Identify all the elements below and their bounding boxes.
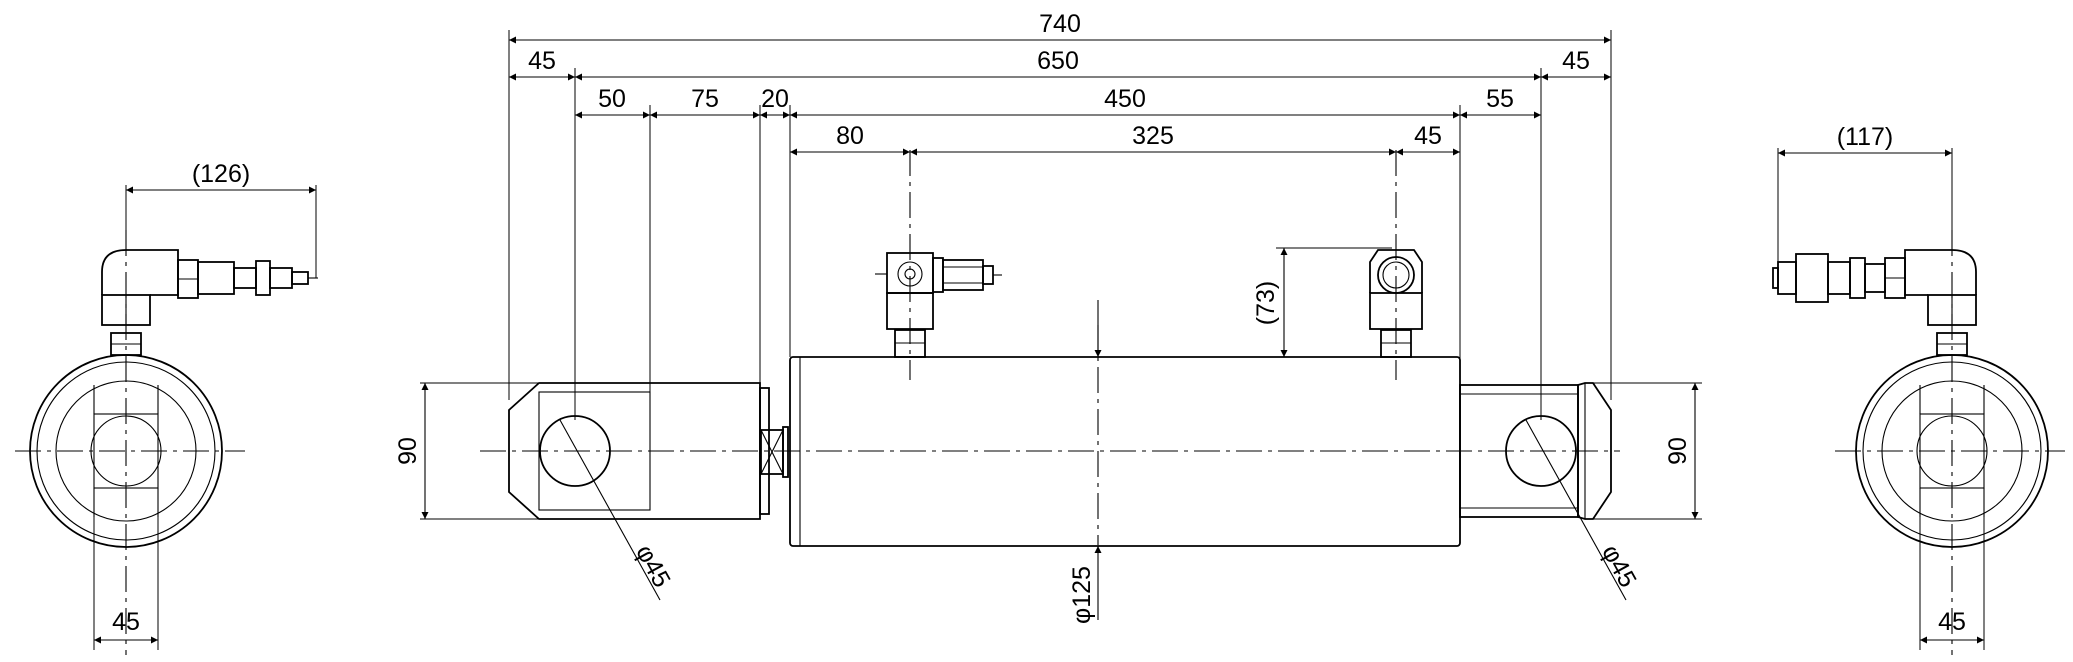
right-view-outer-ring-inner [1862, 361, 2042, 541]
extension-lines [93, 30, 1985, 650]
left-view-pin-hole [90, 415, 162, 487]
dim-clevis-height-right-90: 90 [1664, 437, 1692, 465]
dim-port-height-73: (73) [1252, 281, 1280, 325]
dim-right-coupler-117: (117) [1837, 123, 1894, 151]
dim-right-view-width-45: 45 [1938, 608, 1966, 636]
left-view-port-fitting [101, 249, 318, 356]
dim-pin-right-phi45: φ45 [1596, 540, 1642, 592]
dimension-lines [94, 36, 1984, 644]
dim-clevis-height-left-90: 90 [394, 437, 422, 465]
right-pin-leader [1525, 419, 1627, 601]
dim-bore-phi125: φ125 [1068, 566, 1096, 624]
left-end-view [15, 230, 318, 655]
right-view-pin-hole [1916, 415, 1988, 487]
dim-port-right-45: 45 [1414, 122, 1442, 150]
dim-gap-20: 20 [761, 85, 789, 113]
piston-rod [1459, 384, 1579, 518]
dim-rod-55: 55 [1486, 85, 1514, 113]
dim-port-spacing-325: 325 [1132, 122, 1174, 150]
right-view-clevis-ring [1881, 380, 2023, 522]
dim-left-view-width-45: 45 [112, 608, 140, 636]
right-port-fitting [1369, 249, 1423, 358]
left-view-clevis-slot [93, 413, 159, 489]
dim-clevis-50: 50 [598, 85, 626, 113]
dim-port-offset-80: 80 [836, 122, 864, 150]
dim-pin-left-phi45: φ45 [630, 540, 676, 592]
dim-left-end-45: 45 [528, 47, 556, 75]
left-pin-leader [559, 419, 661, 601]
left-view-outer-ring-inner [36, 361, 216, 541]
left-port-fitting [875, 252, 1002, 358]
dim-between-pins-650: 650 [1037, 47, 1079, 75]
dimension-labels: 740 45 650 45 50 75 20 450 55 80 325 45 … [112, 10, 1966, 636]
dim-right-end-45: 45 [1562, 47, 1590, 75]
dim-body-450: 450 [1104, 85, 1146, 113]
dim-overall-740: 740 [1039, 10, 1081, 38]
left-view-clevis-ring [55, 380, 197, 522]
right-end-view [1772, 230, 2065, 655]
right-view-port-fitting [1772, 249, 1977, 356]
right-view-clevis-slot [1919, 413, 1985, 489]
dim-clevis-75: 75 [691, 85, 719, 113]
dim-left-coupler-126: (126) [192, 160, 250, 188]
main-side-view [480, 150, 1627, 601]
